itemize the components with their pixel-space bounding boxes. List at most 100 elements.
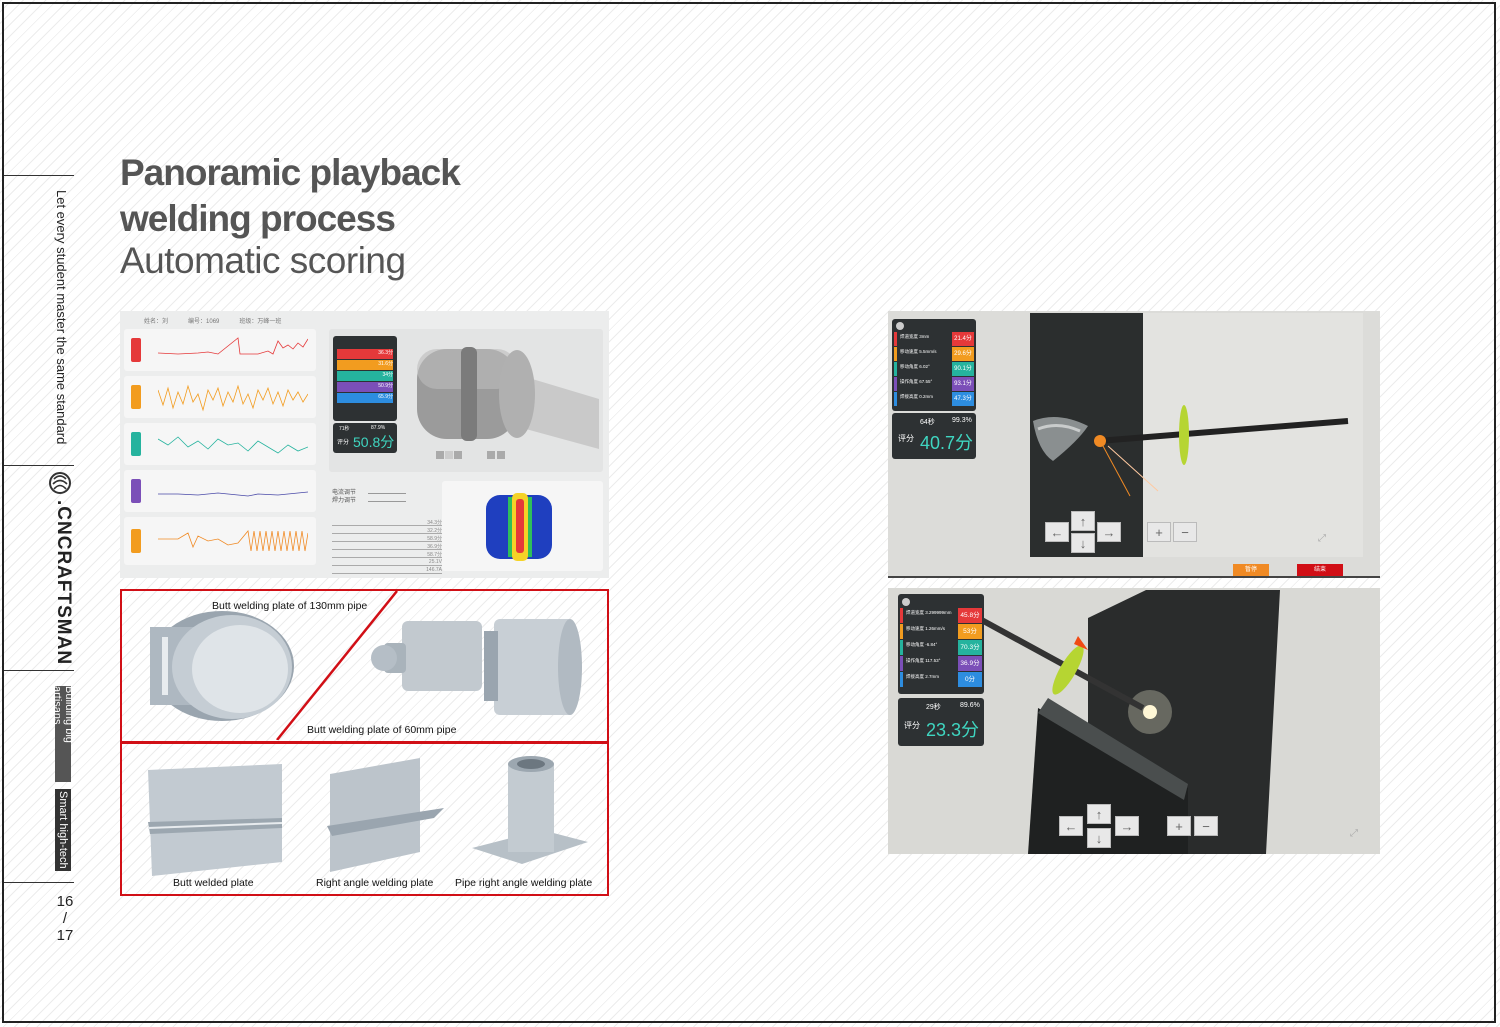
score-value: 36.9分: [958, 656, 982, 671]
score-item: 34分: [337, 371, 393, 381]
arrow-down-icon[interactable]: ↓: [1071, 533, 1095, 553]
trend-chart-height: [124, 517, 316, 565]
page-separator: /: [62, 910, 68, 927]
series-swatch: [131, 338, 141, 362]
zoom-in-icon[interactable]: +: [1147, 522, 1171, 542]
score-total: 71秒 87.9% 评分 50.8分: [333, 423, 397, 453]
score-label: 操作角度 67.55°: [900, 379, 933, 384]
student-class: 班级：万峰一班: [239, 319, 282, 325]
arrow-up-icon[interactable]: ↑: [1087, 804, 1111, 824]
series-swatch: [131, 529, 141, 553]
score-item: 移动速度 5.5mm/s 29.6分: [894, 347, 974, 361]
arrow-up-down-icon[interactable]: [445, 451, 453, 459]
headline: Panoramic playback welding process: [120, 150, 461, 242]
trend-line: [158, 384, 308, 412]
score-label: 操作角度 117.53°: [906, 658, 941, 663]
zoom-out-icon[interactable]: −: [1194, 816, 1218, 836]
arrow-right-icon[interactable]: →: [1115, 816, 1139, 836]
tag-smart-label: Smart high-tech: [57, 791, 69, 869]
trend-chart-operation: [124, 470, 316, 512]
brand-name: .CNCRAFTSMAN: [53, 500, 74, 666]
score-total: 29秒 89.6% 评分 23.3分: [898, 698, 984, 746]
score-label: 评分: [898, 434, 914, 443]
stat-row: 32.2分: [332, 527, 442, 534]
series-swatch: [131, 385, 141, 409]
tag-building: Building big artisans: [51, 686, 75, 782]
sidebar-divider: [4, 465, 74, 466]
score-value: 45.8分: [958, 608, 982, 623]
arrow-up-icon[interactable]: ↑: [1071, 511, 1095, 531]
trend-line: [158, 491, 308, 497]
arrow-right-icon[interactable]: →: [1097, 522, 1121, 542]
score-item: 移动速度 1.26mm/s 53分: [900, 624, 982, 639]
series-swatch: [131, 479, 141, 503]
stat-row: 34.3分: [332, 519, 442, 526]
series-swatch: [894, 392, 897, 406]
simulator-fillet: 焊道宽度 3.299999mm 45.8分 移动速度 1.26mm/s 53分 …: [888, 588, 1380, 854]
score-label: 移动速度 1.26mm/s: [906, 626, 946, 631]
trend-line: [158, 530, 308, 552]
score-label: 焊接高度 2.7mm: [906, 674, 940, 679]
info-icon: [896, 322, 904, 330]
sidebar-divider: [4, 882, 74, 883]
page-right: 17: [56, 927, 74, 944]
zoom-out-icon[interactable]: [497, 451, 505, 459]
score-label: 移动角度 6.02°: [900, 364, 930, 369]
arrow-right-icon[interactable]: [454, 451, 462, 459]
param-slider[interactable]: [368, 501, 406, 502]
student-info: 姓名：刘 编号：1069 班级：万峰一班: [144, 316, 281, 325]
param-list: 电流调节 焊力调节: [332, 489, 356, 505]
fullscreen-icon[interactable]: ⤢: [1318, 533, 1326, 544]
score-item: 操作角度 67.55° 93.1分: [894, 377, 974, 391]
series-swatch: [894, 347, 897, 361]
score-label: 评分: [904, 721, 920, 730]
fullscreen-icon[interactable]: ⤢: [1350, 828, 1358, 839]
score-item: 焊道宽度 3.299999mm 45.8分: [900, 608, 982, 623]
end-button-label: 结束: [1313, 567, 1326, 573]
score-item: 36.3分: [337, 349, 393, 359]
caption-pipe-130: Butt welding plate of 130mm pipe: [212, 600, 368, 612]
score-card: 焊道宽度 3mm 21.4分 移动速度 5.5mm/s 29.6分 移动角度 6…: [892, 319, 976, 411]
caption-right-angle: Right angle welding plate: [316, 877, 434, 889]
param-slider[interactable]: [368, 493, 406, 494]
score-label: 焊道宽度 3mm: [900, 334, 930, 339]
simulator-vertical: 焊道宽度 3mm 21.4分 移动速度 5.5mm/s 29.6分 移动角度 6…: [888, 311, 1380, 578]
info-icon: [902, 598, 910, 606]
divider: [888, 576, 1380, 578]
score-value: 53分: [958, 624, 982, 639]
score-value: 40.7分: [920, 433, 974, 453]
score-items: 焊道宽度 3.299999mm 45.8分 移动速度 1.26mm/s 53分 …: [900, 608, 982, 687]
score-item: 50.9分: [337, 382, 393, 392]
score-label: 焊接高度 0.2mm: [900, 394, 934, 399]
series-swatch: [900, 640, 903, 655]
arrow-left-icon[interactable]: ←: [1059, 816, 1083, 836]
zoom-out-icon[interactable]: −: [1173, 522, 1197, 542]
series-swatch: [894, 362, 897, 376]
zoom-in-icon[interactable]: [487, 451, 495, 459]
arrow-left-icon[interactable]: ←: [1045, 522, 1069, 542]
score-time: 71秒: [339, 426, 350, 432]
student-id: 编号：1069: [188, 319, 220, 325]
fillet-scene: [976, 590, 1298, 854]
subheadline: Automatic scoring: [120, 240, 406, 281]
series-swatch: [900, 656, 903, 671]
heatmap-pipe: [486, 493, 552, 561]
score-label: 移动速度 5.5mm/s: [900, 349, 937, 354]
page-number: 16 / 17: [50, 893, 80, 944]
score-item: 焊道宽度 3mm 21.4分: [894, 332, 974, 346]
score-item: 移动角度 6.02° 90.1分: [894, 362, 974, 376]
heatmap-view: [442, 481, 603, 571]
score-value: 23.3分: [926, 720, 980, 740]
score-value: 93.1分: [952, 377, 974, 391]
score-value: 47.3分: [952, 392, 974, 406]
caption-pipe-right-angle: Pipe right angle welding plate: [455, 877, 593, 889]
weld-torch: [1033, 405, 1349, 497]
pause-button[interactable]: 暂停: [1233, 564, 1269, 576]
arrow-left-icon[interactable]: [436, 451, 444, 459]
tag-smart: Smart high-tech: [55, 789, 71, 871]
end-button[interactable]: 结束: [1297, 564, 1343, 576]
plate-renders: [147, 756, 588, 876]
zoom-in-icon[interactable]: +: [1167, 816, 1191, 836]
arrow-down-icon[interactable]: ↓: [1087, 828, 1111, 848]
